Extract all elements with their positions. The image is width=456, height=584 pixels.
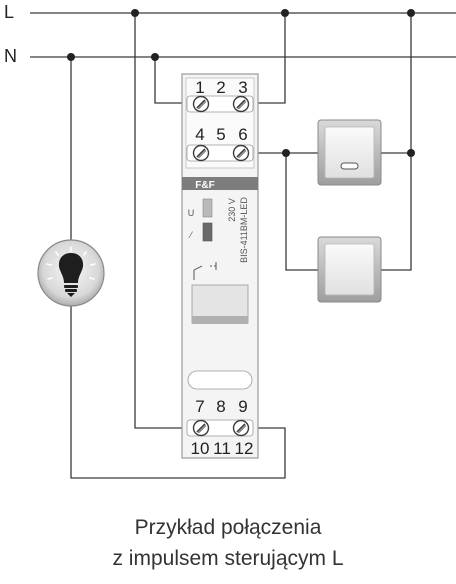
indicator-label-u: U xyxy=(188,208,195,218)
wire-l-to-terminal-3 xyxy=(257,13,286,104)
wire-n-to-terminal-1 xyxy=(154,57,182,104)
screw-terminal-icon xyxy=(232,95,250,113)
terminal-label-12: 12 xyxy=(235,439,254,458)
model-label: BIS-411BM-LED xyxy=(239,197,249,263)
screw-terminal-icon xyxy=(192,144,210,162)
lamp-icon xyxy=(37,239,105,307)
voltage-label: 230 V xyxy=(227,198,237,222)
junction-dot xyxy=(131,9,139,17)
caption-line-2: z impulsem sterującym L xyxy=(112,547,344,570)
wire-l-to-terminal-10 xyxy=(134,13,182,429)
wire-switch-branch xyxy=(285,153,330,271)
wire-l-to-switches xyxy=(378,13,412,271)
terminal-label-9: 9 xyxy=(238,397,247,416)
brand-logo: F&F xyxy=(195,180,214,191)
push-button-icon xyxy=(317,236,382,303)
junction-dot xyxy=(151,53,159,61)
terminal-label-7: 7 xyxy=(195,397,204,416)
junction-dot xyxy=(407,149,415,157)
screw-terminal-icon xyxy=(192,95,210,113)
terminal-label-6: 6 xyxy=(238,125,247,144)
terminal-label-5: 5 xyxy=(216,125,225,144)
brand-bar xyxy=(182,177,258,190)
terminal-label-8: 8 xyxy=(216,397,225,416)
screw-terminal-icon xyxy=(232,419,250,437)
terminal-label-10: 10 xyxy=(191,439,210,458)
label-window xyxy=(187,370,253,390)
contact-symbol xyxy=(193,262,217,280)
led-indicator-power xyxy=(202,198,213,218)
led-indicator-state xyxy=(202,222,213,242)
phase-label: L xyxy=(4,2,14,22)
junction-dot xyxy=(281,9,289,17)
junction-dot xyxy=(282,149,290,157)
terminal-label-11: 11 xyxy=(213,439,231,458)
junction-dots xyxy=(67,9,415,157)
terminal-label-2: 2 xyxy=(216,78,225,97)
terminal-label-1: 1 xyxy=(195,78,204,97)
push-button-icon xyxy=(317,119,382,186)
neutral-label: N xyxy=(4,46,17,66)
terminal-label-3: 3 xyxy=(238,78,247,97)
indicator-label-pulse: ⁄ xyxy=(188,230,193,240)
terminal-label-4: 4 xyxy=(195,125,204,144)
junction-dot xyxy=(407,9,415,17)
junction-dot xyxy=(67,53,75,61)
caption-line-1: Przykład połączenia xyxy=(134,516,322,539)
wires xyxy=(70,13,412,479)
screw-terminal-icon xyxy=(232,144,250,162)
impulse-relay: 1 2 3 4 5 6 F&F U ⁄ 230 V BIS-411BM-LED xyxy=(181,73,259,459)
wire-lamp-to-terminal-12 xyxy=(70,306,286,479)
screw-terminal-icon xyxy=(192,419,210,437)
